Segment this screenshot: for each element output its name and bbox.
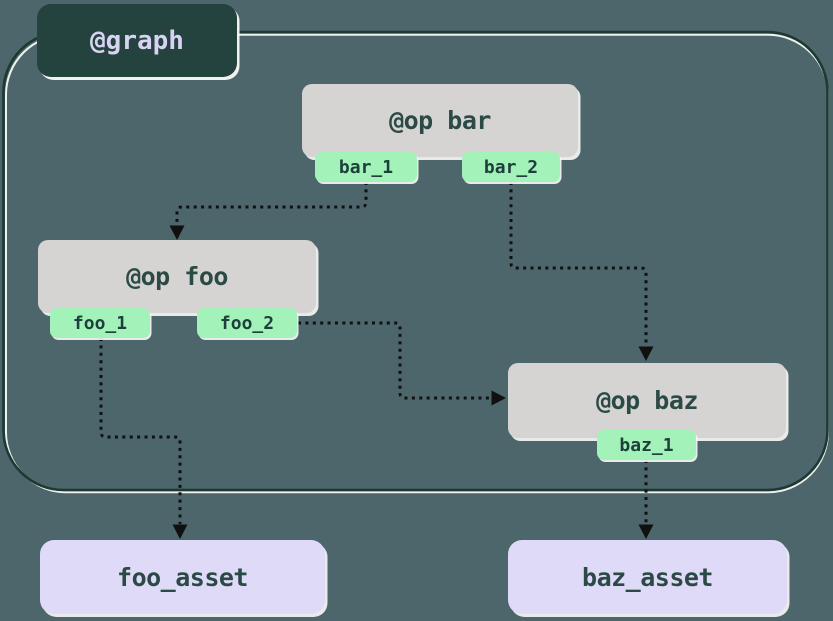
output-tab-foo_2: foo_2 (197, 308, 297, 338)
op-bar-title: @op bar (389, 106, 491, 135)
output-tab-bar_1: bar_1 (315, 152, 417, 182)
asset-foo-label: foo_asset (117, 562, 248, 592)
op-foo-title: @op foo (126, 262, 228, 291)
arrowhead-icon (638, 524, 654, 539)
edge-line (99, 338, 182, 524)
graph-label: @graph (37, 4, 237, 77)
asset-node-foo-asset: foo_asset (40, 540, 325, 614)
edge-bar_1-to-op-foo (169, 182, 368, 240)
asset-node-baz-asset: baz_asset (508, 540, 787, 614)
edge-foo_2-to-op-baz (298, 321, 506, 406)
arrowhead-icon (169, 225, 185, 240)
graph-label-text: @graph (90, 25, 184, 56)
op-node-foo: @op foo foo_1 foo_2 (38, 240, 316, 338)
edge-line (175, 182, 368, 225)
output-tab-bar_2: bar_2 (462, 152, 560, 182)
graph-boundary (2, 30, 829, 494)
output-tab-foo_1: foo_1 (50, 308, 150, 338)
op-node-baz: @op baz baz_1 (508, 363, 786, 460)
edge-baz_1-to-baz-asset (638, 460, 654, 539)
edge-bar_2-to-op-baz (509, 182, 654, 361)
op-node-bar: @op bar bar_1 bar_2 (302, 84, 578, 182)
output-tab-baz_1: baz_1 (597, 430, 696, 460)
edge-foo_1-to-foo-asset (99, 338, 188, 539)
arrowhead-icon (172, 524, 188, 539)
edge-line (509, 182, 648, 346)
asset-baz-label: baz_asset (582, 562, 713, 592)
op-baz-title: @op baz (596, 386, 698, 415)
arrowhead-icon (491, 390, 506, 406)
edge-line (298, 321, 491, 400)
arrowhead-icon (638, 346, 654, 361)
graph-boundary-outline (2, 30, 829, 492)
